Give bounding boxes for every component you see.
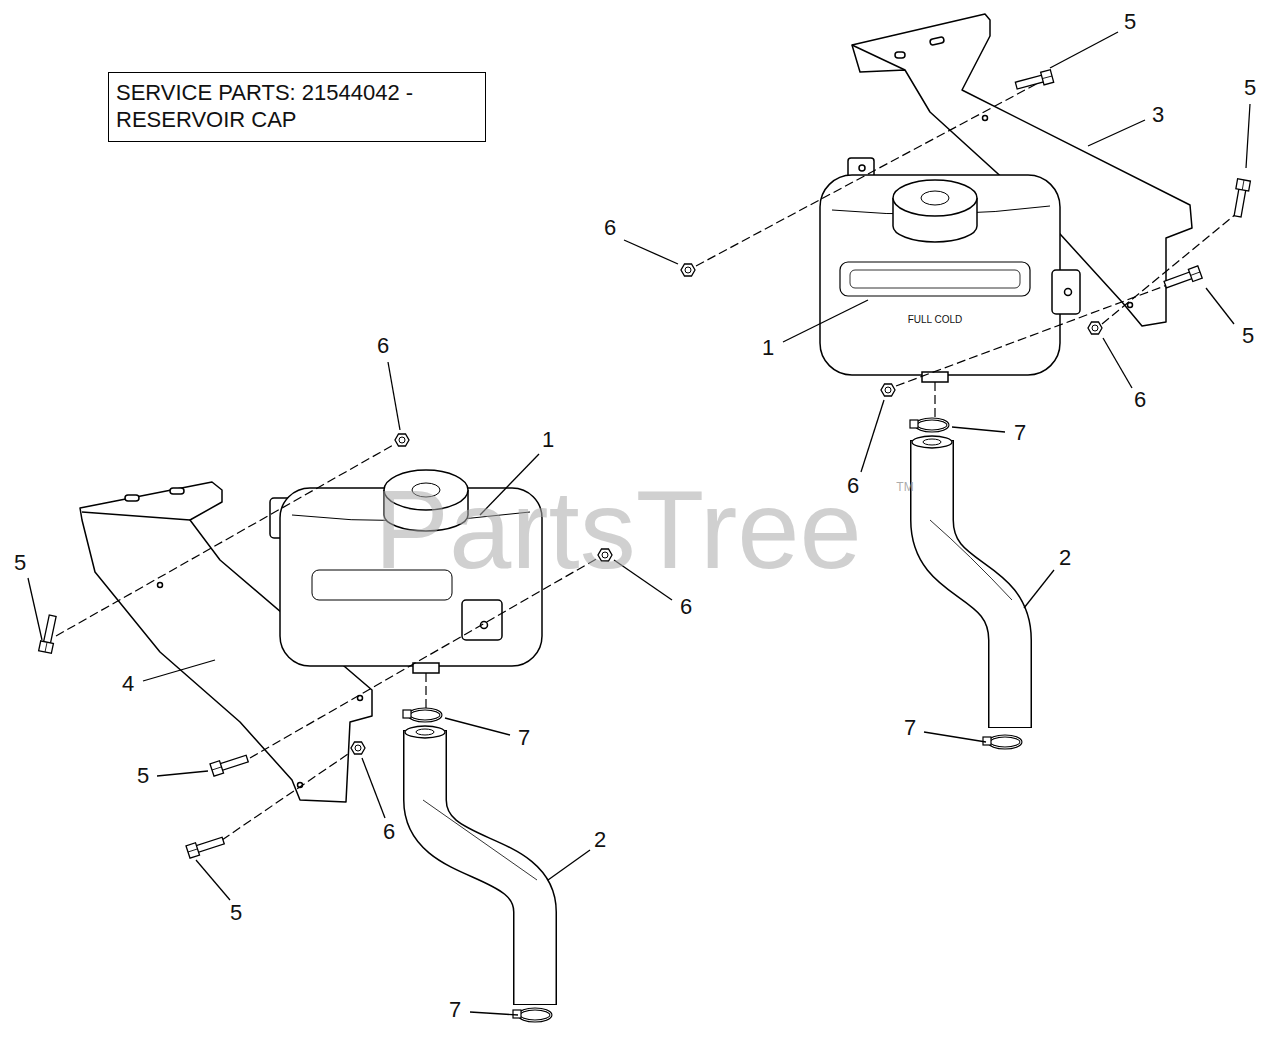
service-parts-box: SERVICE PARTS: 21544042 - RESERVOIR CAP — [108, 72, 486, 142]
bolt — [1163, 266, 1202, 291]
hose — [912, 436, 1012, 728]
trademark: TM — [896, 481, 913, 493]
callout-number: 5 — [230, 902, 242, 924]
nut — [351, 742, 365, 754]
callout-number: 2 — [594, 829, 606, 851]
bolt — [1015, 70, 1054, 92]
bolt — [186, 834, 225, 858]
hose-clamp — [983, 736, 1021, 748]
callout-number: 6 — [383, 821, 395, 843]
callout-number: 6 — [680, 596, 692, 618]
callout-number: 5 — [1124, 11, 1136, 33]
leader-line — [28, 32, 1250, 1015]
callout-number: 2 — [1059, 547, 1071, 569]
bolt — [39, 614, 59, 653]
callout-number: 5 — [1242, 325, 1254, 347]
nut — [881, 384, 895, 396]
service-note: SERVICE PARTS: 21544042 - RESERVOIR CAP — [116, 79, 476, 133]
callout-number: 7 — [1014, 422, 1026, 444]
callout-number: 7 — [904, 717, 916, 739]
callout-number: 7 — [449, 999, 461, 1021]
bolt — [1231, 179, 1250, 218]
nut — [1088, 322, 1102, 334]
callout-number: 5 — [1244, 77, 1256, 99]
callout-number: 3 — [1152, 104, 1164, 126]
tank-marking: FULL COLD — [908, 315, 963, 325]
callout-number: 7 — [518, 727, 530, 749]
callout-number: 1 — [542, 429, 554, 451]
nut — [681, 264, 695, 276]
callout-number: 5 — [14, 552, 26, 574]
assembly-line — [56, 82, 1236, 840]
callout-number: 1 — [762, 337, 774, 359]
callout-number: 6 — [377, 335, 389, 357]
watermark: PartsTree — [374, 474, 862, 586]
nut — [395, 434, 409, 446]
bolt — [210, 752, 249, 776]
hose-clamp — [403, 709, 441, 721]
callout-number: 4 — [122, 673, 134, 695]
hose-clamp — [910, 419, 948, 431]
callout-number: 6 — [604, 217, 616, 239]
hose — [405, 726, 537, 1005]
hose-clamp — [513, 1009, 551, 1021]
reservoir-tank — [820, 158, 1080, 382]
callout-number: 5 — [137, 765, 149, 787]
callout-number: 6 — [1134, 389, 1146, 411]
